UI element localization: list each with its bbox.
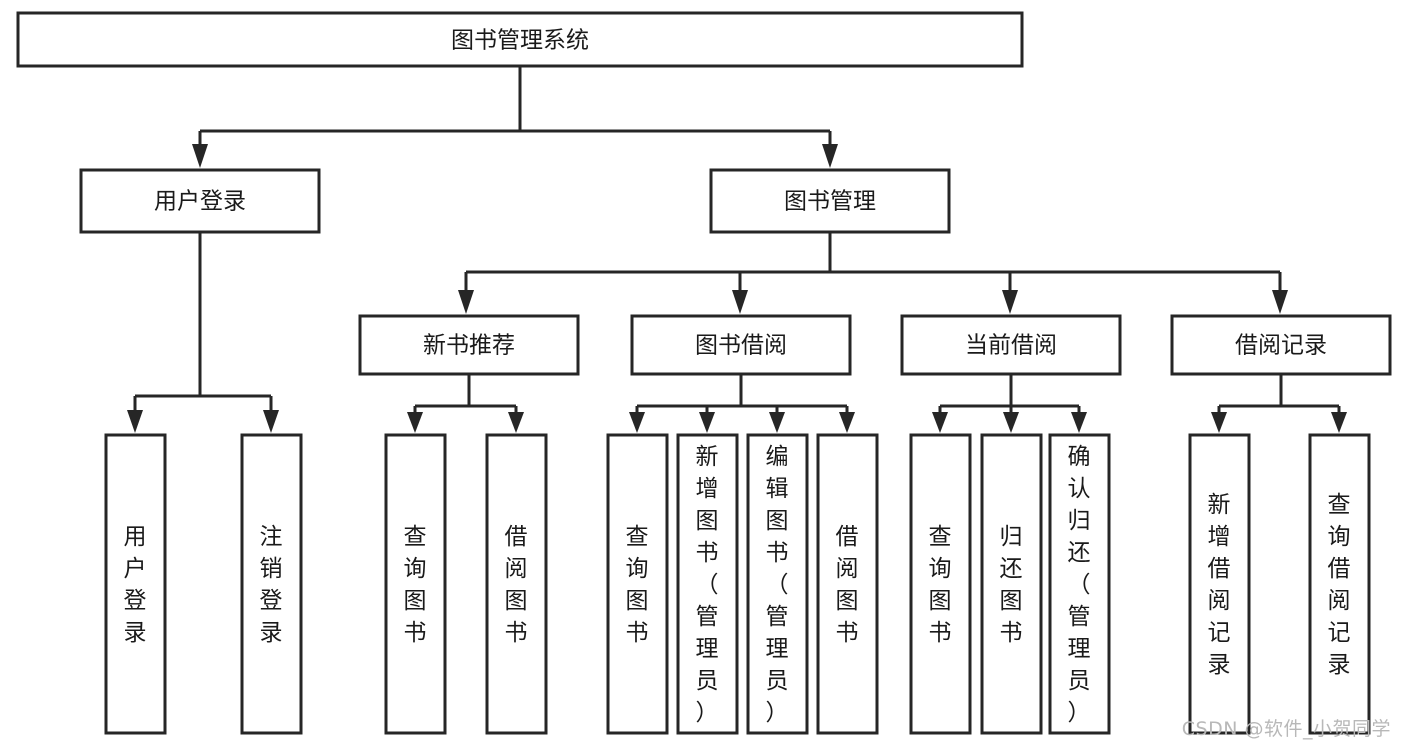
arrowhead-new-book-recommend — [458, 290, 474, 314]
node-leaf-query-record-box[interactable] — [1308, 433, 1371, 735]
node-borrow-records-box[interactable] — [1170, 314, 1392, 376]
arrowhead-leaf-confirm-return — [1071, 412, 1087, 433]
arrowhead-leaf-return-book — [1003, 412, 1019, 433]
node-leaf-borrow-book-new[interactable]: 借阅图书 — [485, 433, 548, 735]
node-new-book-recommend-box[interactable] — [358, 314, 580, 376]
node-leaf-query-book-current[interactable]: 查询图书 — [909, 433, 972, 735]
arrowhead-leaf-add-record — [1211, 412, 1227, 433]
node-current-borrow-box[interactable] — [900, 314, 1122, 376]
node-leaf-query-book-borrow-box[interactable] — [606, 433, 669, 735]
arrowhead-leaf-query-book-borrow — [629, 412, 645, 433]
node-leaf-query-record[interactable]: 查询借阅记录 — [1308, 433, 1371, 735]
node-user-login-box[interactable] — [79, 168, 321, 234]
node-borrow-records-label: 借阅记录 — [1235, 333, 1327, 359]
arrowhead-leaf-borrow-book-new — [508, 412, 524, 433]
arrowhead-leaf-query-book-current — [932, 412, 948, 433]
node-leaf-add-book-label: 新增图书（管理员） — [696, 444, 719, 726]
arrowhead-leaf-query-record — [1331, 412, 1347, 433]
arrowhead-book-borrow — [732, 290, 748, 314]
arrowhead-leaf-add-book — [699, 412, 715, 433]
node-leaf-query-book-new-label: 查询图书 — [404, 524, 427, 646]
node-new-book-recommend[interactable]: 新书推荐 — [358, 314, 580, 376]
node-new-book-recommend-label: 新书推荐 — [423, 333, 515, 359]
node-leaf-user-login[interactable]: 用户登录 — [104, 433, 167, 735]
node-root-label: 图书管理系统 — [451, 28, 589, 54]
node-leaf-add-record-box[interactable] — [1188, 433, 1251, 735]
node-user-login[interactable]: 用户登录 — [79, 168, 321, 234]
arrowhead-current-borrow — [1002, 290, 1018, 314]
node-leaf-query-book-borrow-label: 查询图书 — [626, 524, 649, 646]
arrowhead-borrow-records — [1272, 290, 1288, 314]
node-leaf-borrow-book-box[interactable] — [816, 433, 879, 735]
node-leaf-borrow-book[interactable]: 借阅图书 — [816, 433, 879, 735]
node-book-borrow-box[interactable] — [630, 314, 852, 376]
node-leaf-edit-book-label: 编辑图书（管理员） — [766, 444, 789, 726]
node-book-management-box[interactable] — [709, 168, 951, 234]
node-leaf-query-record-label: 查询借阅记录 — [1328, 492, 1351, 678]
node-user-login-label: 用户登录 — [154, 189, 246, 215]
node-leaf-return-book-label: 归还图书 — [1000, 524, 1023, 646]
node-leaf-borrow-book-label: 借阅图书 — [836, 524, 859, 646]
node-leaf-return-book[interactable]: 归还图书 — [980, 433, 1043, 735]
node-leaf-user-login-label: 用户登录 — [124, 524, 147, 646]
node-leaf-query-book-new-box[interactable] — [384, 433, 447, 735]
node-root-box[interactable] — [16, 11, 1024, 68]
node-leaf-query-book-borrow[interactable]: 查询图书 — [606, 433, 669, 735]
node-leaf-logout[interactable]: 注销登录 — [240, 433, 303, 735]
node-root[interactable]: 图书管理系统 — [16, 11, 1024, 68]
node-leaf-edit-book-box[interactable] — [746, 433, 809, 735]
node-book-management[interactable]: 图书管理 — [709, 168, 951, 234]
arrowhead-book-management — [822, 144, 838, 168]
node-current-borrow[interactable]: 当前借阅 — [900, 314, 1122, 376]
arrowhead-user-login — [192, 144, 208, 168]
node-leaf-confirm-return-box[interactable] — [1048, 433, 1111, 735]
node-leaf-add-book-box[interactable] — [676, 433, 739, 735]
arrowhead-leaf-borrow-book — [839, 412, 855, 433]
node-book-borrow[interactable]: 图书借阅 — [630, 314, 852, 376]
arrowhead-leaf-edit-book — [769, 412, 785, 433]
node-book-management-label: 图书管理 — [784, 189, 876, 215]
node-leaf-add-book[interactable]: 新增图书（管理员） — [676, 433, 739, 735]
node-current-borrow-label: 当前借阅 — [965, 333, 1057, 359]
node-leaf-query-book-current-label: 查询图书 — [929, 524, 952, 646]
node-leaf-logout-label: 注销登录 — [260, 524, 283, 646]
node-leaf-confirm-return[interactable]: 确认归还（管理员） — [1048, 433, 1111, 735]
arrowhead-leaf-user-login — [127, 410, 143, 433]
node-leaf-query-book-new[interactable]: 查询图书 — [384, 433, 447, 735]
node-leaf-add-record[interactable]: 新增借阅记录 — [1188, 433, 1251, 735]
connector-layer — [127, 66, 1347, 433]
node-leaf-add-record-label: 新增借阅记录 — [1208, 492, 1231, 678]
arrowhead-leaf-logout — [263, 410, 279, 433]
watermark-credit: CSDN @软件_小贺同学 — [1181, 718, 1391, 740]
node-leaf-logout-box[interactable] — [240, 433, 303, 735]
node-leaf-borrow-book-new-box[interactable] — [485, 433, 548, 735]
arrowhead-leaf-query-book-new — [407, 412, 423, 433]
node-leaf-edit-book[interactable]: 编辑图书（管理员） — [746, 433, 809, 735]
node-leaf-confirm-return-label: 确认归还（管理员） — [1068, 444, 1091, 726]
node-borrow-records[interactable]: 借阅记录 — [1170, 314, 1392, 376]
node-leaf-return-book-box[interactable] — [980, 433, 1043, 735]
node-leaf-query-book-current-box[interactable] — [909, 433, 972, 735]
node-leaf-user-login-box[interactable] — [104, 433, 167, 735]
node-leaf-borrow-book-new-label: 借阅图书 — [505, 524, 528, 646]
node-book-borrow-label: 图书借阅 — [695, 333, 787, 359]
